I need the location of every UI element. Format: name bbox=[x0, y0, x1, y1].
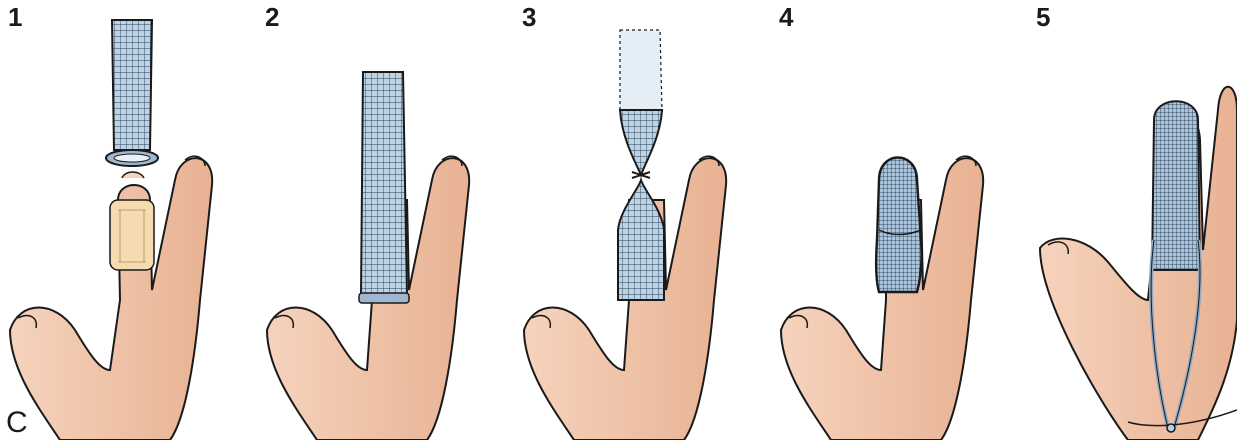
finger-fully-dressed-illustration bbox=[771, 0, 1018, 440]
gauze-twisted-at-fingertip-illustration bbox=[514, 0, 761, 440]
step-panel-4: 4 bbox=[771, 0, 1018, 440]
hand-with-bandage-and-tube-gauze-illustration bbox=[0, 0, 247, 440]
step-panel-1: 1 bbox=[0, 0, 247, 440]
gauze-tied-around-wrist-illustration bbox=[1028, 0, 1237, 440]
step-panel-2: 2 bbox=[257, 0, 504, 440]
step-panel-3: 3 bbox=[514, 0, 761, 440]
step-panel-5: 5 bbox=[1028, 0, 1237, 440]
gauze-pulled-over-finger-illustration bbox=[257, 0, 504, 440]
figure-letter: C bbox=[6, 408, 28, 438]
